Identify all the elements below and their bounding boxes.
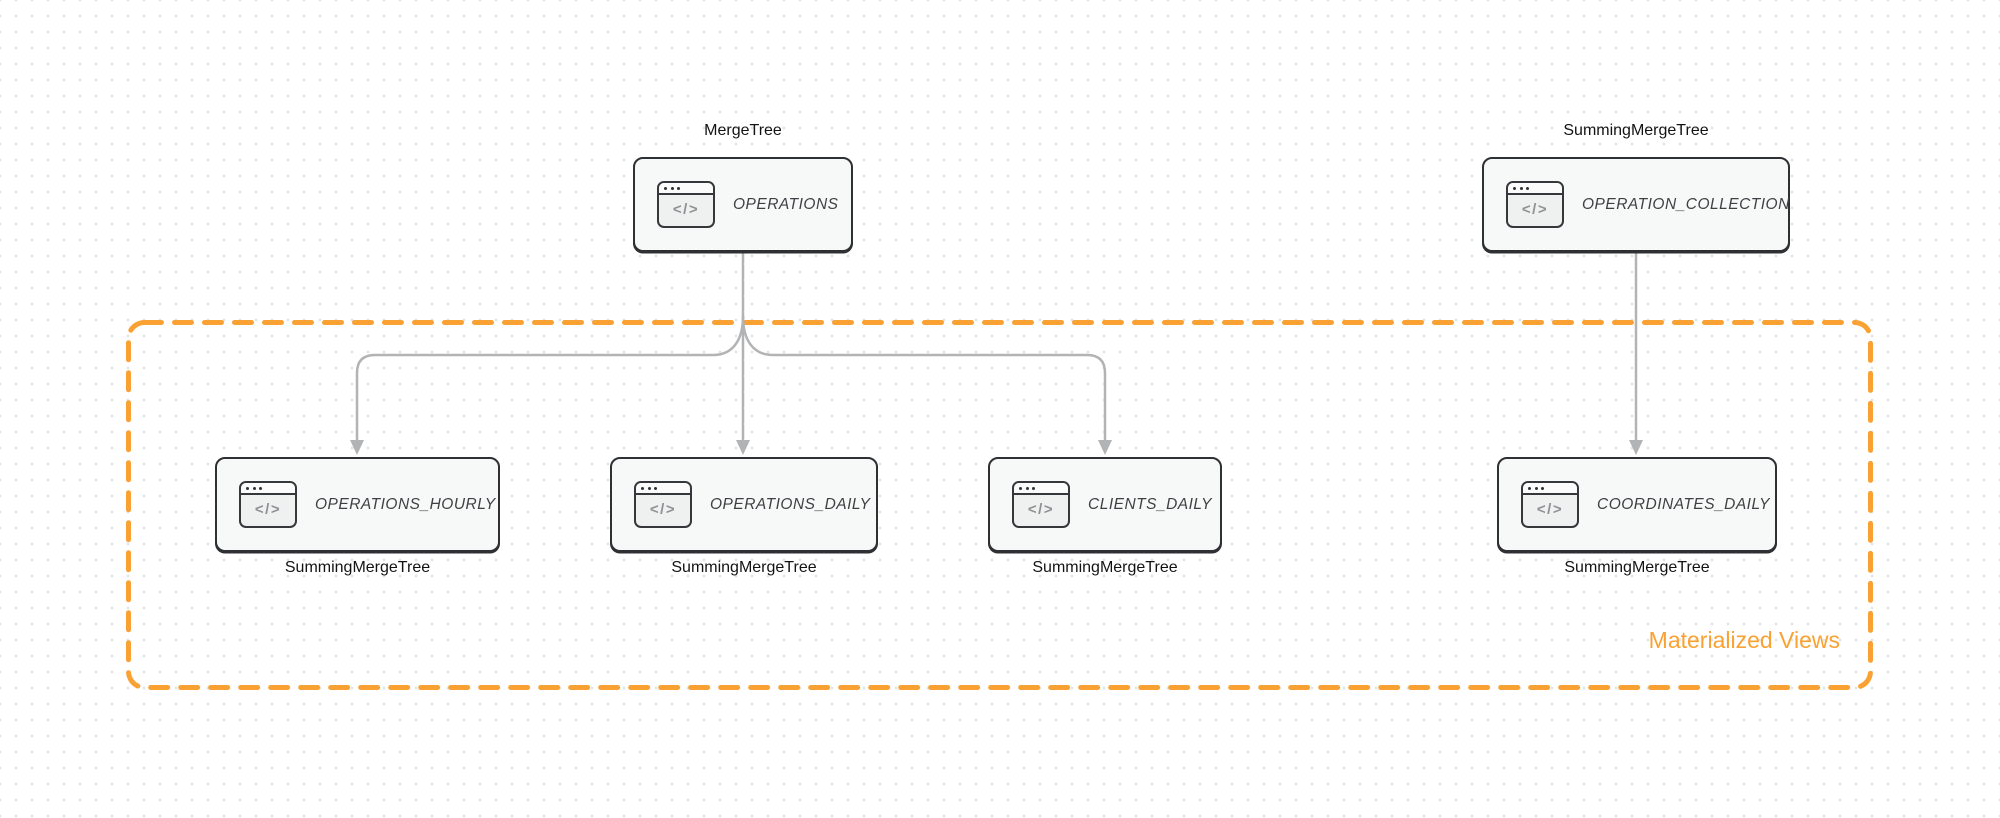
window-titlebar (659, 183, 713, 195)
code-window-icon: </> (1012, 481, 1070, 528)
window-titlebar (1523, 483, 1577, 495)
code-window-icon: </> (1506, 181, 1564, 228)
edge-operations-to-operations-hourly[interactable] (355, 315, 745, 441)
arrowhead-icon (736, 440, 750, 455)
code-window-icon: </> (634, 481, 692, 528)
code-icon: </> (1521, 200, 1549, 218)
engine-label-clients-daily: SummingMergeTree (1032, 559, 1178, 576)
window-titlebar (1014, 483, 1068, 495)
code-icon: </> (672, 200, 700, 218)
window-dot-icon (647, 486, 651, 490)
arrowhead-icon (1629, 440, 1643, 455)
edge-operations-to-clients-daily[interactable] (741, 315, 1107, 441)
engine-label-operation-collection: SummingMergeTree (1563, 122, 1709, 139)
window-dot-icon (1534, 486, 1538, 490)
node-operations[interactable]: </> OPERATIONS (633, 157, 853, 252)
table-name: OPERATION_COLLECTION (1582, 195, 1790, 213)
table-name: CLIENTS_DAILY (1088, 495, 1212, 513)
code-window-icon: </> (657, 181, 715, 228)
code-icon: </> (1027, 500, 1055, 518)
table-name: OPERATIONS_DAILY (710, 495, 871, 513)
materialized-views-label: Materialized Views (1648, 627, 1840, 653)
engine-label-coordinates-daily: SummingMergeTree (1564, 559, 1710, 576)
node-operations-daily[interactable]: </> OPERATIONS_DAILY (610, 457, 878, 552)
materialized-views-group-border[interactable] (126, 320, 1873, 690)
arrowhead-icon (1098, 440, 1112, 455)
window-dot-icon (1528, 486, 1531, 490)
window-dot-icon (677, 186, 680, 190)
code-icon: </> (254, 500, 282, 518)
table-name: COORDINATES_DAILY (1597, 495, 1771, 513)
node-clients-daily[interactable]: </> CLIENTS_DAILY (988, 457, 1222, 552)
table-name: OPERATIONS (733, 195, 839, 213)
code-window-icon: </> (1521, 481, 1579, 528)
window-dot-icon (654, 486, 657, 490)
code-icon: </> (649, 500, 677, 518)
code-window-icon: </> (239, 481, 297, 528)
window-dot-icon (1519, 186, 1523, 190)
engine-label-operations: MergeTree (704, 122, 782, 139)
arrowhead-icon (350, 440, 364, 455)
window-dot-icon (1032, 486, 1035, 490)
window-dot-icon (259, 486, 262, 490)
node-operations-hourly[interactable]: </> OPERATIONS_HOURLY (215, 457, 500, 552)
node-operation-collection[interactable]: </> OPERATION_COLLECTION (1482, 157, 1790, 252)
window-dot-icon (1526, 186, 1529, 190)
window-dot-icon (670, 186, 674, 190)
window-dot-icon (246, 486, 249, 490)
window-titlebar (241, 483, 295, 495)
table-name: OPERATIONS_HOURLY (315, 495, 496, 513)
window-dot-icon (1513, 186, 1516, 190)
window-titlebar (1508, 183, 1562, 195)
window-dot-icon (1025, 486, 1029, 490)
node-coordinates-daily[interactable]: </> COORDINATES_DAILY (1497, 457, 1777, 552)
code-icon: </> (1536, 500, 1564, 518)
window-dot-icon (641, 486, 644, 490)
engine-label-operations-hourly: SummingMergeTree (284, 559, 431, 576)
window-titlebar (636, 483, 690, 495)
window-dot-icon (664, 186, 667, 190)
window-dot-icon (1019, 486, 1022, 490)
window-dot-icon (252, 486, 256, 490)
window-dot-icon (1541, 486, 1544, 490)
engine-label-operations-daily: SummingMergeTree (671, 559, 817, 576)
